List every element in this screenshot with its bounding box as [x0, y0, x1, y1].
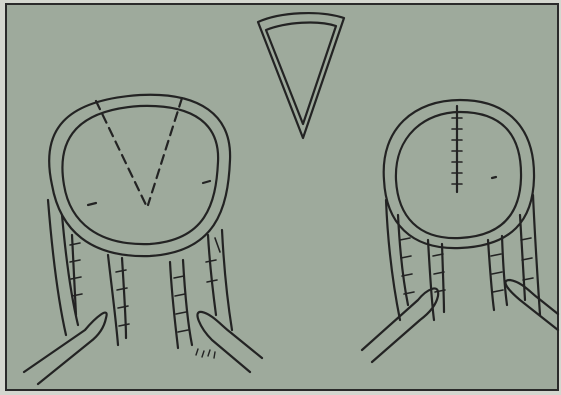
figure-background	[6, 4, 558, 390]
right-inner-mark	[492, 177, 496, 178]
